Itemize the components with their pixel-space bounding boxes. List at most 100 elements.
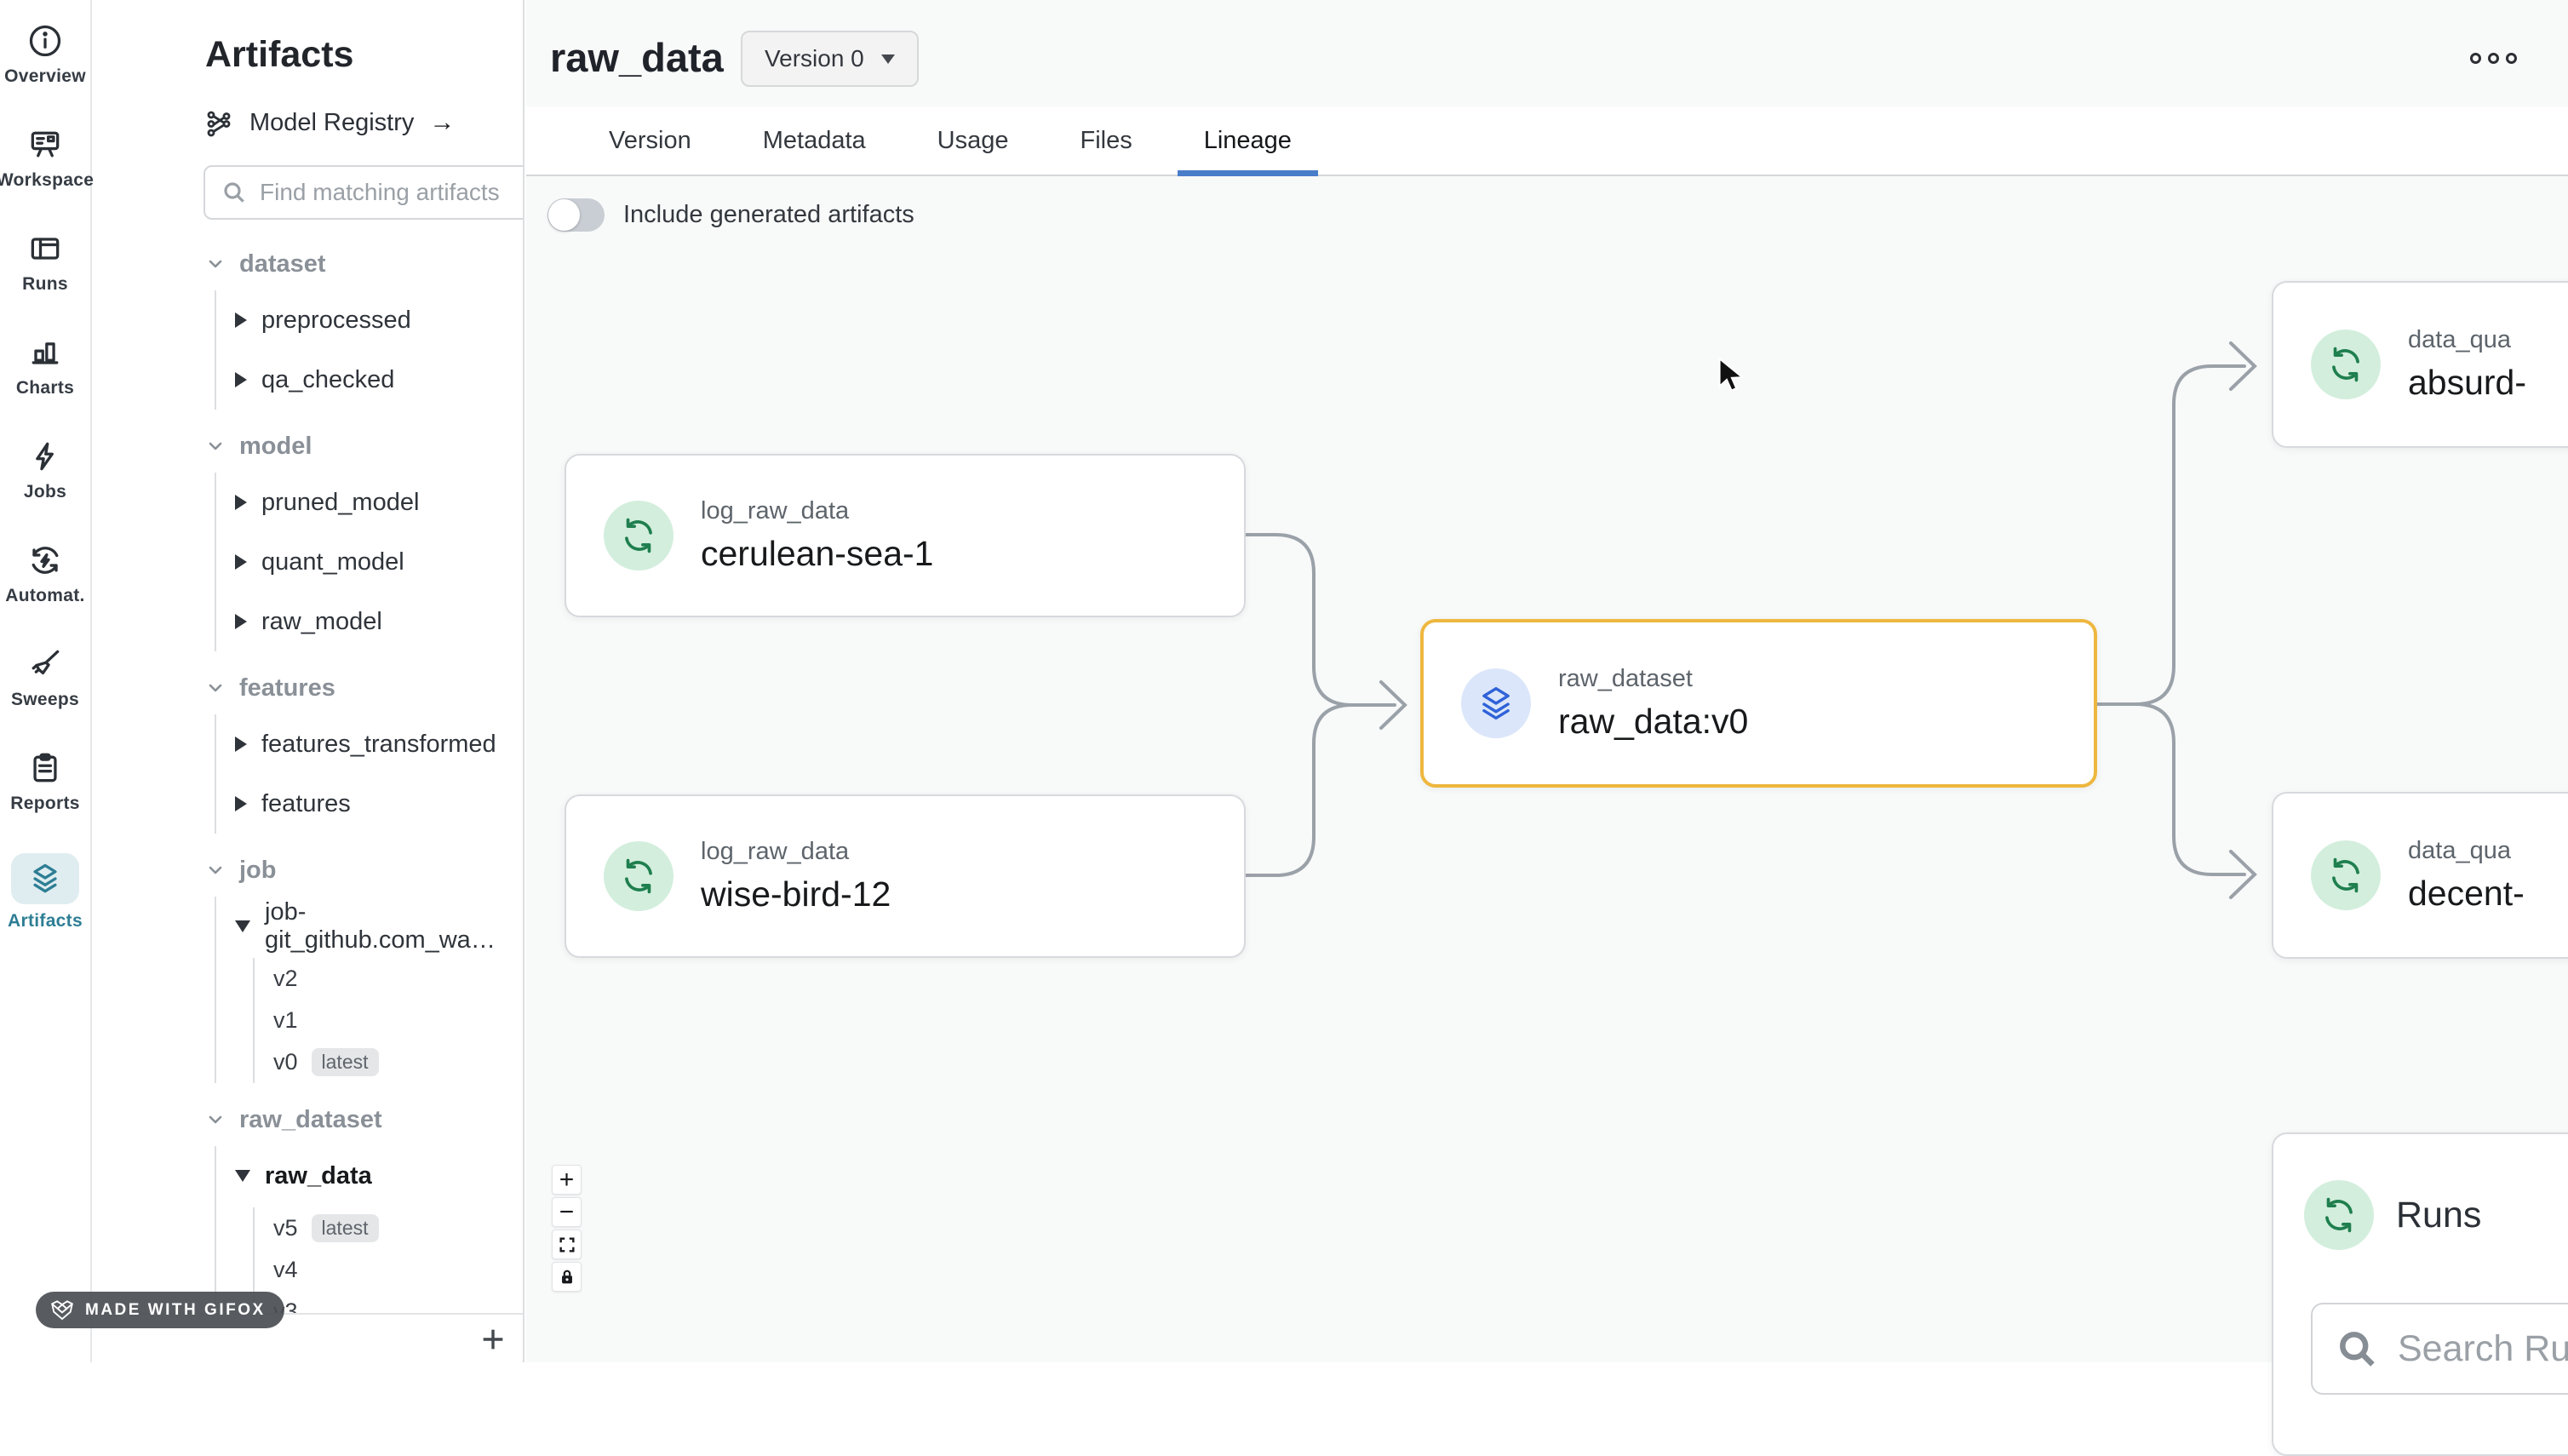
lineage-node-run-decent[interactable]: data_qua decent- [2272, 792, 2568, 959]
runs-table-icon [26, 230, 64, 267]
nav-rail: Overview Workspace Runs Charts Jobs Auto… [0, 0, 94, 1362]
sidebar-item-overview[interactable]: Overview [3, 22, 88, 87]
add-button[interactable] [479, 1325, 507, 1354]
tree-category-features[interactable]: features [205, 662, 511, 714]
sidebar-item-reports[interactable]: Reports [3, 749, 88, 814]
run-sync-icon [2304, 1180, 2374, 1250]
lineage-node-run-cerulean[interactable]: log_raw_data cerulean-sea-1 [565, 454, 1246, 617]
tree-item[interactable]: preprocessed [235, 290, 511, 350]
run-sync-icon [604, 501, 674, 570]
search-icon [2340, 1332, 2375, 1367]
runs-search-input[interactable]: Search Runs [2311, 1303, 2568, 1395]
sidebar-item-jobs[interactable]: Jobs [3, 438, 88, 502]
version-row[interactable]: v4 [273, 1257, 298, 1282]
chevron-down-icon [205, 254, 226, 274]
triangle-right-icon [235, 554, 247, 570]
tab-usage[interactable]: Usage [937, 126, 1009, 154]
triangle-right-icon [235, 312, 247, 328]
artifact-tree: dataset preprocessed qa_checked model pr… [205, 238, 511, 1362]
panel-title: Artifacts [205, 34, 354, 75]
sidebar-item-sweeps[interactable]: Sweeps [3, 645, 88, 710]
tree-category-model[interactable]: model [205, 420, 511, 473]
triangle-down-icon [235, 1170, 250, 1182]
runs-search-placeholder: Search Runs [2398, 1327, 2568, 1369]
lineage-node-artifact-raw-data-v0[interactable]: raw_dataset raw_data:v0 [1420, 619, 2097, 788]
tree-item-raw-data[interactable]: raw_data [235, 1146, 511, 1206]
artifact-layers-icon [1461, 668, 1531, 738]
version-row[interactable]: v1 [273, 1007, 298, 1033]
sidebar-item-automations[interactable]: Automat. [3, 542, 88, 606]
main-area: raw_data Version 0 Version Metadata Usag… [526, 0, 2568, 1456]
tab-version[interactable]: Version [609, 126, 691, 154]
arrow-right-icon: → [429, 108, 456, 136]
workspace-icon [26, 126, 64, 163]
model-registry-label: Model Registry [249, 108, 415, 136]
tree-item[interactable]: features [235, 774, 511, 834]
chevron-down-icon [880, 54, 895, 64]
fox-icon [51, 1299, 73, 1320]
model-registry-icon [207, 111, 231, 137]
triangle-down-icon [235, 920, 250, 932]
runs-panel-title: Runs [2396, 1194, 2482, 1235]
version-row[interactable]: v2 [273, 966, 298, 991]
zoom-out-button[interactable]: − [552, 1197, 582, 1227]
runs-panel: Runs Search Runs [2272, 1132, 2568, 1456]
gifox-watermark: MADE WITH GIFOX [36, 1292, 284, 1328]
automations-icon [26, 542, 64, 579]
chevron-down-icon [205, 436, 226, 456]
graph-zoom-controls: + − [552, 1165, 582, 1292]
include-generated-toggle[interactable] [547, 198, 605, 232]
run-sync-icon [2311, 840, 2381, 910]
tab-files[interactable]: Files [1080, 126, 1132, 154]
lightning-icon [26, 438, 64, 475]
tree-item[interactable]: qa_checked [235, 350, 511, 410]
sidebar-item-workspace[interactable]: Workspace [0, 126, 94, 191]
triangle-right-icon [235, 614, 247, 629]
tree-category-dataset[interactable]: dataset [205, 238, 511, 290]
latest-badge: latest [311, 1214, 379, 1242]
tree-category-job[interactable]: job [205, 844, 511, 897]
sidebar-item-charts[interactable]: Charts [3, 334, 88, 398]
run-sync-icon [2311, 330, 2381, 399]
artifacts-panel: Artifacts Model Registry → Find matching… [92, 0, 524, 1362]
layers-icon [11, 853, 79, 904]
bar-chart-icon [26, 334, 64, 371]
run-sync-icon [604, 841, 674, 911]
tree-item[interactable]: raw_model [235, 592, 511, 651]
chevron-down-icon [205, 860, 226, 880]
artifact-search-input[interactable]: Find matching artifacts [203, 165, 523, 220]
lineage-node-run-wise[interactable]: log_raw_data wise-bird-12 [565, 794, 1246, 958]
lineage-node-run-absurd[interactable]: data_qua absurd- [2272, 281, 2568, 448]
tree-item[interactable]: pruned_model [235, 473, 511, 532]
lock-icon [561, 1270, 572, 1283]
chevron-down-icon [205, 1109, 226, 1130]
sidebar-item-artifacts[interactable]: Artifacts [3, 853, 88, 931]
triangle-right-icon [235, 372, 247, 387]
overflow-menu-icon[interactable] [2470, 53, 2517, 64]
plus-icon [483, 1329, 503, 1350]
search-placeholder: Find matching artifacts [260, 179, 500, 205]
model-registry-link[interactable]: Model Registry → [203, 107, 455, 138]
fit-view-button[interactable] [552, 1230, 582, 1259]
info-icon [26, 22, 64, 60]
tree-category-raw-dataset[interactable]: raw_dataset [205, 1093, 511, 1146]
tree-item[interactable]: features_transformed [235, 714, 511, 774]
clipboard-icon [26, 749, 64, 787]
tab-bar: Version Metadata Usage Files Lineage [526, 106, 2568, 176]
tab-metadata[interactable]: Metadata [762, 126, 866, 154]
tab-lineage[interactable]: Lineage [1177, 106, 1319, 176]
page-title: raw_data [550, 35, 724, 80]
fit-view-icon [559, 1236, 575, 1253]
include-generated-row: Include generated artifacts [547, 198, 914, 232]
version-dropdown[interactable]: Version 0 [741, 31, 919, 87]
tree-item[interactable]: quant_model [235, 532, 511, 592]
triangle-right-icon [235, 495, 247, 510]
zoom-in-button[interactable]: + [552, 1165, 582, 1195]
lock-button[interactable] [552, 1262, 582, 1292]
tree-item-job-git[interactable]: job-git_github.com_wa… [235, 897, 511, 956]
mouse-cursor [1718, 358, 1745, 392]
chevron-down-icon [205, 678, 226, 698]
sidebar-item-runs[interactable]: Runs [3, 230, 88, 295]
